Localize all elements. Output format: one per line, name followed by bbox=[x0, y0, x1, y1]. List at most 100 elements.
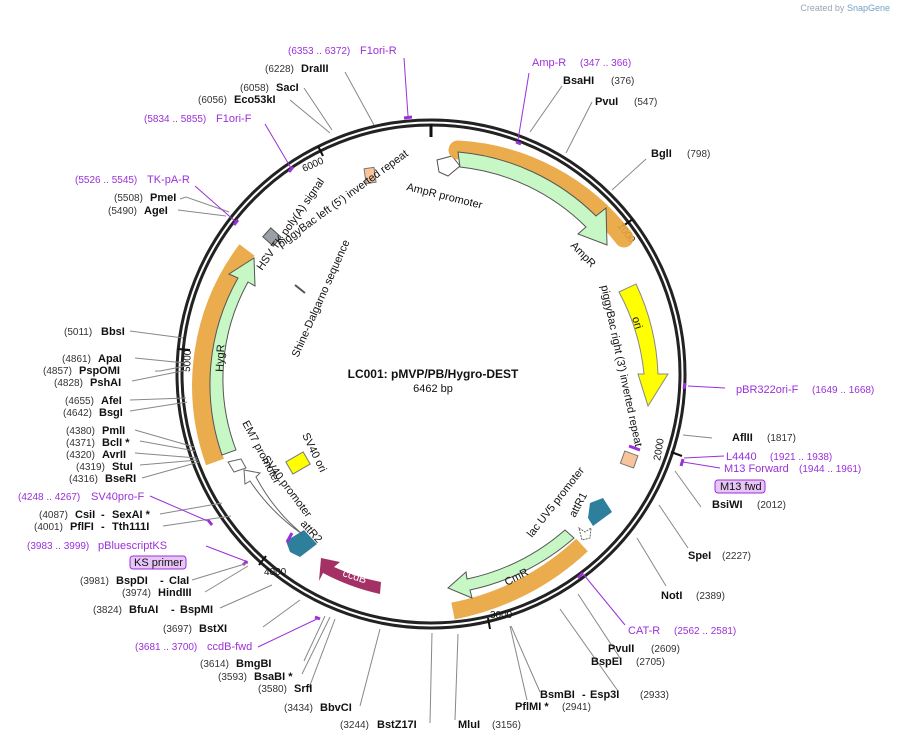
primer-pbluescriptks[interactable]: (3983 .. 3999) pBluescriptKS bbox=[27, 540, 167, 552]
primer-ks-primer[interactable]: KS primer bbox=[129, 555, 187, 570]
svg-text:(2389): (2389) bbox=[696, 591, 725, 602]
enzyme-apai[interactable]: (4861)ApaI bbox=[62, 353, 122, 365]
svg-text:(5490): (5490) bbox=[108, 206, 137, 217]
primer-pbr322ori-f[interactable]: pBR322ori-F(1649 .. 1668) bbox=[736, 384, 874, 396]
enzyme-noti[interactable]: NotI(2389) bbox=[661, 590, 725, 602]
feature-attr2[interactable]: attR2 bbox=[286, 518, 324, 557]
svg-text:(5011): (5011) bbox=[64, 327, 92, 338]
enzyme-hindiii[interactable]: (3974)HindIII bbox=[122, 587, 192, 599]
svg-text:BseRI: BseRI bbox=[105, 473, 136, 485]
enzyme-bstz17i[interactable]: (3244)BstZ17I bbox=[340, 719, 417, 731]
enzyme-pflfi[interactable]: (4001)PflFI-Tth111I bbox=[34, 521, 149, 533]
enzyme-bsiwi[interactable]: BsiWI(2012) bbox=[712, 499, 786, 511]
enzyme-pspomi[interactable]: (4857)PspOMI bbox=[43, 365, 120, 377]
svg-text:BsaHI: BsaHI bbox=[563, 75, 594, 87]
svg-text:BsaBI *: BsaBI * bbox=[254, 671, 293, 683]
enzyme-pflmi[interactable]: PflMI *(2941) bbox=[515, 701, 591, 713]
svg-text:CAT-R: CAT-R bbox=[628, 625, 660, 637]
enzyme-stui[interactable]: (4319)StuI bbox=[76, 461, 133, 473]
enzyme-pvui[interactable]: PvuI(547) bbox=[595, 96, 657, 108]
enzyme-bsgi[interactable]: (4642)BsgI bbox=[63, 407, 123, 419]
enzyme-eco53ki[interactable]: (6056)Eco53kI bbox=[198, 94, 276, 106]
svg-text:Amp-R: Amp-R bbox=[532, 57, 566, 69]
svg-text:(4248 .. 4267): (4248 .. 4267) bbox=[18, 492, 80, 503]
feature-ampr[interactable]: AmpR bbox=[448, 140, 634, 270]
plasmid-name: LC001: pMVP/PB/Hygro-DEST bbox=[348, 367, 519, 381]
svg-text:(2609): (2609) bbox=[651, 644, 680, 655]
svg-text:BbvCI: BbvCI bbox=[320, 702, 352, 714]
svg-text:F1ori-F: F1ori-F bbox=[216, 113, 252, 125]
svg-text:SpeI: SpeI bbox=[688, 550, 711, 562]
svg-text:(2562 .. 2581): (2562 .. 2581) bbox=[674, 626, 736, 637]
svg-text:(3983 .. 3999): (3983 .. 3999) bbox=[27, 541, 89, 552]
snapgene-logo: SnapGene bbox=[846, 3, 890, 13]
feature-shine-dalgarno[interactable]: Shine-Dalgarno sequence bbox=[290, 238, 353, 359]
enzyme-agei[interactable]: (5490)AgeI bbox=[108, 205, 168, 217]
feature-sv40-ori[interactable]: SV40 ori bbox=[285, 431, 329, 475]
svg-text:BsgI: BsgI bbox=[99, 407, 123, 419]
feature-ori[interactable]: ori bbox=[618, 283, 669, 408]
tick-5000: 5000 bbox=[177, 348, 194, 372]
svg-text:(3681 .. 3700): (3681 .. 3700) bbox=[135, 642, 197, 653]
svg-text:-: - bbox=[160, 575, 164, 587]
feature-cmr[interactable]: CmR bbox=[447, 529, 588, 620]
primer-f1ori-r[interactable]: (6353 .. 6372)F1ori-R bbox=[288, 45, 397, 57]
svg-text:(6056): (6056) bbox=[198, 95, 227, 106]
feature-ccdb[interactable]: ccdB bbox=[319, 558, 381, 594]
svg-text:(347 .. 366): (347 .. 366) bbox=[580, 58, 631, 69]
primer-l4440[interactable]: L4440(1921 .. 1938) bbox=[726, 451, 832, 463]
enzyme-csii[interactable]: (4087)CsiI-SexAI * bbox=[39, 509, 151, 521]
primer-sv40pro-f[interactable]: (4248 .. 4267) SV40pro-F bbox=[18, 491, 144, 503]
enzyme-bstxi[interactable]: (3697)BstXI bbox=[163, 623, 227, 635]
svg-text:PflMI *: PflMI * bbox=[515, 701, 549, 713]
svg-text:StuI: StuI bbox=[112, 461, 133, 473]
enzyme-bmgbi[interactable]: (3614)BmgBI bbox=[200, 658, 271, 670]
primer-cat-r[interactable]: CAT-R (2562 .. 2581) bbox=[628, 625, 736, 637]
svg-text:PmlI: PmlI bbox=[102, 425, 125, 437]
enzyme-bbsi[interactable]: (5011)BbsI bbox=[64, 326, 125, 338]
feature-attr1[interactable]: attR1 bbox=[567, 491, 612, 526]
primer-m13-forward[interactable]: M13 Forward(1944 .. 1961) bbox=[724, 463, 861, 475]
enzyme-bsahi[interactable]: BsaHI(376) bbox=[563, 75, 634, 87]
primer-amp-r[interactable]: Amp-R (347 .. 366) bbox=[532, 57, 631, 69]
enzyme-aflii[interactable]: AflII(1817) bbox=[732, 432, 796, 444]
feature-piggybac-right[interactable] bbox=[619, 450, 639, 469]
enzyme-srfi[interactable]: (3580)SrfI bbox=[258, 683, 312, 695]
primer-tk-pa-r[interactable]: (5526 .. 5545)TK-pA-R bbox=[75, 174, 190, 186]
enzyme-bspdi[interactable]: (3981)BspDI-ClaI bbox=[80, 575, 189, 587]
enzyme-pmei[interactable]: (5508)PmeI bbox=[114, 192, 176, 204]
svg-text:ApaI: ApaI bbox=[98, 353, 122, 365]
enzyme-bseri[interactable]: (4316) BseRI bbox=[69, 473, 136, 485]
enzyme-bcli[interactable]: (4371)BclI * bbox=[66, 437, 130, 449]
primer-ccdb-fwd[interactable]: (3681 .. 3700)ccdB-fwd bbox=[135, 641, 252, 653]
enzyme-draiii[interactable]: (6228)DraIII bbox=[265, 63, 329, 75]
enzyme-pshai[interactable]: (4828)PshAI bbox=[54, 377, 121, 389]
enzyme-bgli[interactable]: BglI(798) bbox=[651, 148, 710, 160]
svg-text:pBluescriptKS: pBluescriptKS bbox=[98, 540, 167, 552]
svg-text:(1921 .. 1938): (1921 .. 1938) bbox=[770, 452, 832, 463]
svg-text:3000: 3000 bbox=[490, 610, 513, 621]
svg-text:M13 fwd: M13 fwd bbox=[720, 481, 762, 493]
enzyme-bfuai[interactable]: (3824)BfuAI-BspMI bbox=[93, 604, 213, 616]
enzyme-saci[interactable]: (6058)SacI bbox=[240, 82, 299, 94]
svg-text:(4316): (4316) bbox=[69, 474, 98, 485]
enzyme-afei[interactable]: (4655)AfeI bbox=[65, 395, 122, 407]
enzyme-bsmbi[interactable]: BsmBI-Esp3I(2933) bbox=[540, 689, 669, 701]
svg-text:SV40pro-F: SV40pro-F bbox=[91, 491, 144, 503]
svg-text:(2933): (2933) bbox=[640, 690, 669, 701]
primer-f1ori-f[interactable]: (5834 .. 5855)F1ori-F bbox=[144, 113, 252, 125]
enzyme-pmli[interactable]: (4380)PmlI bbox=[66, 425, 125, 437]
enzyme-bspei[interactable]: BspEI(2705) bbox=[591, 656, 665, 668]
svg-text:SexAI *: SexAI * bbox=[112, 509, 151, 521]
enzyme-avrii[interactable]: (4320)AvrII bbox=[66, 449, 126, 461]
svg-text:(5526 .. 5545): (5526 .. 5545) bbox=[75, 175, 137, 186]
enzyme-mlui[interactable]: MluI(3156) bbox=[458, 719, 521, 731]
svg-text:BspDI: BspDI bbox=[116, 575, 148, 587]
enzyme-pvuii[interactable]: PvuII(2609) bbox=[608, 643, 680, 655]
feature-hygr[interactable]: HygR bbox=[192, 244, 256, 466]
primer-m13-fwd[interactable]: M13 fwd bbox=[714, 479, 766, 494]
enzyme-spei[interactable]: SpeI(2227) bbox=[688, 550, 751, 562]
svg-text:attR1: attR1 bbox=[567, 491, 590, 520]
enzyme-bsabi[interactable]: (3593)BsaBI * bbox=[218, 671, 293, 683]
enzyme-bbvci[interactable]: (3434)BbvCI bbox=[284, 702, 352, 714]
